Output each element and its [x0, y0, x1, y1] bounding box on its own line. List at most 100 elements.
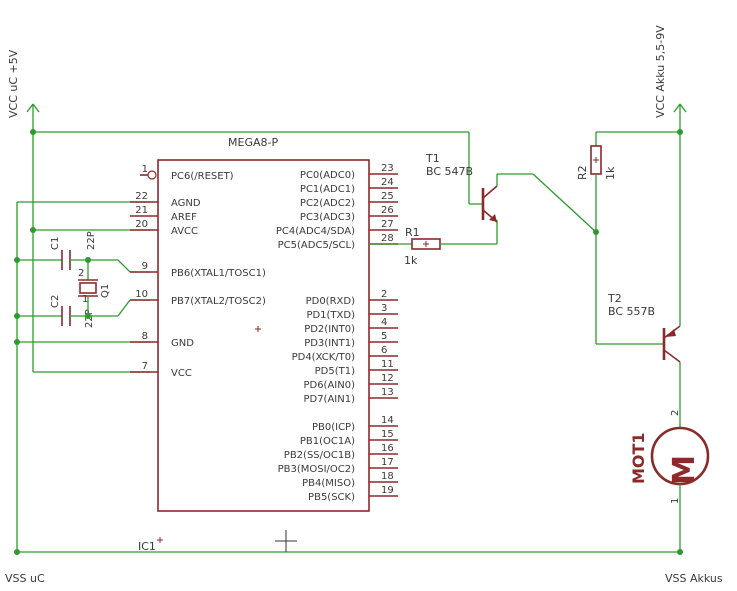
pin-number: 20 — [135, 219, 148, 230]
t2-name: T2 — [607, 292, 622, 305]
q1-crystal — [78, 257, 150, 319]
pin-number: 24 — [381, 177, 394, 188]
pin-name: PD5(T1) — [315, 366, 355, 377]
ic1-part: MEGA8-P — [228, 136, 278, 149]
q1-pin2: 2 — [78, 268, 84, 279]
pin-number: 26 — [381, 205, 394, 216]
pin-number: 4 — [381, 317, 387, 328]
pin-name: PD0(RXD) — [306, 296, 355, 307]
pin-name: PD4(XCK/T0) — [292, 352, 355, 363]
pin-number: 3 — [381, 303, 387, 314]
mot1-motor — [650, 412, 710, 552]
pin-number: 21 — [135, 205, 148, 216]
pin-number: 8 — [142, 331, 148, 342]
pin-number: 2 — [381, 289, 387, 300]
pin-name: PD2(INT0) — [304, 324, 355, 335]
t1-transistor — [481, 173, 597, 233]
pin-name: PC3(ADC3) — [300, 212, 355, 223]
r2-value: 1k — [604, 166, 617, 180]
pin-name: PD3(INT1) — [304, 338, 355, 349]
vcc-uc-label: VCC uC +5V — [7, 49, 20, 118]
c1-value: 22P — [86, 231, 97, 250]
pin-name: GND — [171, 338, 194, 349]
vss-akku-label: VSS Akkus — [665, 572, 723, 585]
pin-number: 12 — [381, 373, 394, 384]
vcc-uc-arrow-icon — [26, 103, 40, 132]
pin-name: AVCC — [171, 226, 198, 237]
mot1-symbol: M — [667, 455, 702, 485]
pin-number: 17 — [381, 457, 394, 468]
pin-name: PB0(ICP) — [312, 422, 355, 433]
ic1-body — [157, 159, 370, 512]
pin-number: 11 — [381, 359, 394, 370]
ic1-name: IC1 — [138, 540, 156, 553]
pin-name: PC6(/RESET) — [171, 171, 234, 182]
pin-name: PB4(MISO) — [302, 478, 355, 489]
pin-name: PC5(ADC5/SCL) — [278, 240, 355, 251]
pin-name: PB1(OC1A) — [300, 436, 355, 447]
r2-name: R2 — [576, 165, 589, 180]
mot1-pin1: 1 — [670, 498, 681, 504]
pin-number: 14 — [381, 415, 394, 426]
c2-name: C2 — [50, 295, 61, 308]
c1-capacitor — [61, 250, 88, 270]
pin-number: 7 — [142, 361, 148, 372]
q1-pin1: 1 — [82, 294, 88, 305]
ic1-left-pins: 1PC6(/RESET)22AGND21AREF20AVCC9PB6(XTAL1… — [130, 164, 266, 379]
vss-uc-label: VSS uC — [5, 572, 45, 585]
pin-number: 5 — [381, 331, 387, 342]
pin-number: 1 — [142, 164, 148, 175]
pin-number: 23 — [381, 163, 394, 174]
pin-number: 25 — [381, 191, 394, 202]
pin-name: PD1(TXD) — [306, 310, 355, 321]
pin-name: PB6(XTAL1/TOSC1) — [171, 268, 266, 279]
pin-number: 10 — [135, 289, 148, 300]
pin-number: 28 — [381, 233, 394, 244]
pin-number: 22 — [135, 191, 148, 202]
c1-name: C1 — [50, 237, 61, 250]
pin-number: 27 — [381, 219, 394, 230]
c2-value: 22P — [84, 309, 95, 328]
pin-name: PB3(MOSI/OC2) — [278, 464, 356, 475]
pin-number: 19 — [381, 485, 394, 496]
q1-name: Q1 — [100, 284, 111, 298]
pin-number: 9 — [142, 261, 148, 272]
pin-name: PC4(ADC4/SDA) — [276, 226, 355, 237]
pin-name: PD6(AIN0) — [303, 380, 355, 391]
pin-name: PD7(AIN1) — [303, 394, 355, 405]
r2-resistor — [590, 129, 683, 345]
pin-name: PC2(ADC2) — [300, 198, 355, 209]
vcc-akku-arrow-icon — [673, 103, 687, 132]
pin-name: PB5(SCK) — [308, 492, 355, 503]
pin-name: PC0(ADC0) — [300, 170, 355, 181]
pin-number: 6 — [381, 345, 387, 356]
pin-name: PC1(ADC1) — [300, 184, 355, 195]
mot1-pin2: 2 — [670, 410, 681, 416]
pin-number: 18 — [381, 471, 394, 482]
t1-name: T1 — [425, 152, 440, 165]
pin-name: AREF — [171, 212, 197, 223]
origin-cross-icon — [275, 530, 297, 552]
